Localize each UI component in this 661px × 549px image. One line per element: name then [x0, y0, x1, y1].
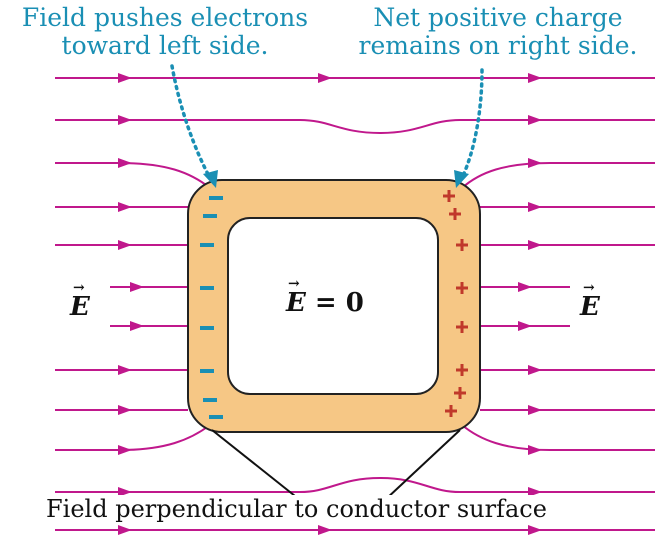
field-line-10r: [461, 424, 655, 451]
caption-right-line1: Net positive charge: [373, 3, 623, 32]
negative-charges: [200, 196, 223, 419]
surface-pointer-left: [211, 429, 301, 501]
field-line-11: [55, 476, 655, 493]
inside-field-symbol: →E: [286, 276, 306, 318]
field-label-right: → E: [580, 280, 600, 322]
caption-left-line2: toward left side.: [61, 31, 269, 60]
caption-right: Net positive charge remains on right sid…: [338, 4, 658, 60]
field-line-10: [55, 424, 211, 451]
caption-left-line1: Field pushes electrons: [21, 3, 309, 32]
vector-arrow-icon: →: [73, 280, 85, 296]
pointer-left: [170, 64, 212, 180]
field-arrowheads: [118, 73, 542, 535]
caption-bottom: Field perpendicular to conductor surface: [42, 495, 551, 523]
pointer-right: [460, 68, 484, 180]
inside-field-equation: →E = 0: [286, 276, 364, 318]
vector-arrow-icon: →: [288, 276, 300, 292]
vector-arrow-icon: →: [583, 280, 595, 296]
inside-field-value: = 0: [314, 288, 364, 318]
pointer-right-head: [454, 170, 469, 188]
conductor-cavity: [227, 217, 439, 395]
field-line-2: [55, 119, 655, 135]
field-line-3: [55, 162, 211, 189]
field-label-left: → E: [70, 280, 90, 322]
positive-charges: [443, 190, 468, 417]
caption-left: Field pushes electrons toward left side.: [0, 4, 330, 60]
pointer-left-head: [203, 170, 218, 188]
caption-right-line2: remains on right side.: [358, 31, 638, 60]
field-line-3r: [461, 162, 655, 189]
surface-pointer-right: [384, 429, 461, 501]
